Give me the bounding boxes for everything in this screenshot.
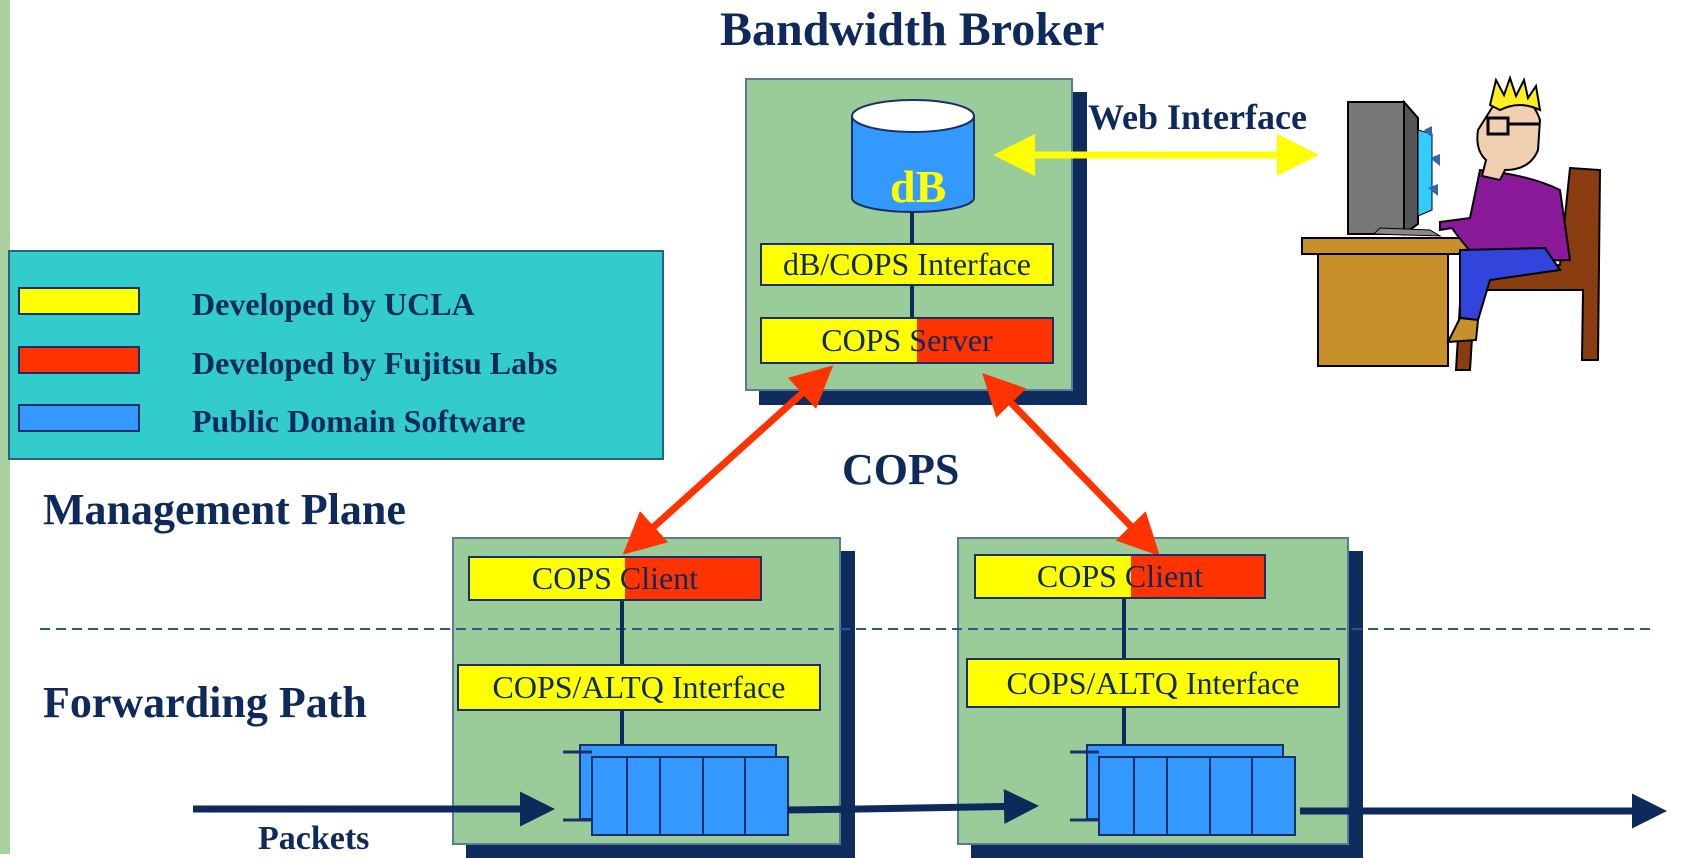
cops-arrow-right (982, 372, 1160, 557)
legend-label-ucla: Developed by UCLA (192, 286, 475, 322)
db-label: dB (890, 161, 947, 212)
cops-server-label: COPS Server (821, 322, 993, 358)
right-queue-icon (1070, 744, 1296, 836)
database-icon (851, 99, 975, 213)
packet-arrow-between (859, 788, 1039, 824)
db-cops-interface-box: dB/COPS Interface (760, 243, 1054, 286)
web-interface-label: Web Interface (1088, 97, 1307, 137)
legend-swatch-fujitsu (18, 346, 140, 374)
right-cops-client-label: COPS Client (1036, 558, 1204, 594)
right-cops-client-box: COPS Client (974, 554, 1266, 599)
legend-label-fujitsu: Developed by Fujitsu Labs (192, 345, 558, 381)
legend-swatch-public (18, 404, 140, 432)
left-accent-strip (0, 0, 10, 854)
left-cops-client-label: COPS Client (531, 560, 699, 596)
management-plane-label: Management Plane (43, 485, 406, 534)
left-cops-client-box: COPS Client (468, 556, 762, 601)
packets-label: Packets (258, 820, 370, 857)
cops-server-box: COPS Server (760, 317, 1054, 364)
left-queue-icon (563, 744, 789, 836)
cops-protocol-label: COPS (842, 445, 960, 494)
cops-arrow-left (622, 365, 834, 555)
user-at-computer-icon (1301, 74, 1602, 371)
legend-label-public: Public Domain Software (192, 403, 526, 439)
bandwidth-broker-title: Bandwidth Broker (720, 3, 1105, 56)
legend: Developed by UCLA Developed by Fujitsu L… (8, 250, 664, 460)
left-altq-interface-box: COPS/ALTQ Interface (457, 664, 821, 711)
right-altq-interface-box: COPS/ALTQ Interface (966, 658, 1340, 708)
forwarding-path-label: Forwarding Path (43, 678, 367, 727)
legend-swatch-ucla (18, 287, 140, 315)
left-queue-out-line (787, 805, 861, 814)
